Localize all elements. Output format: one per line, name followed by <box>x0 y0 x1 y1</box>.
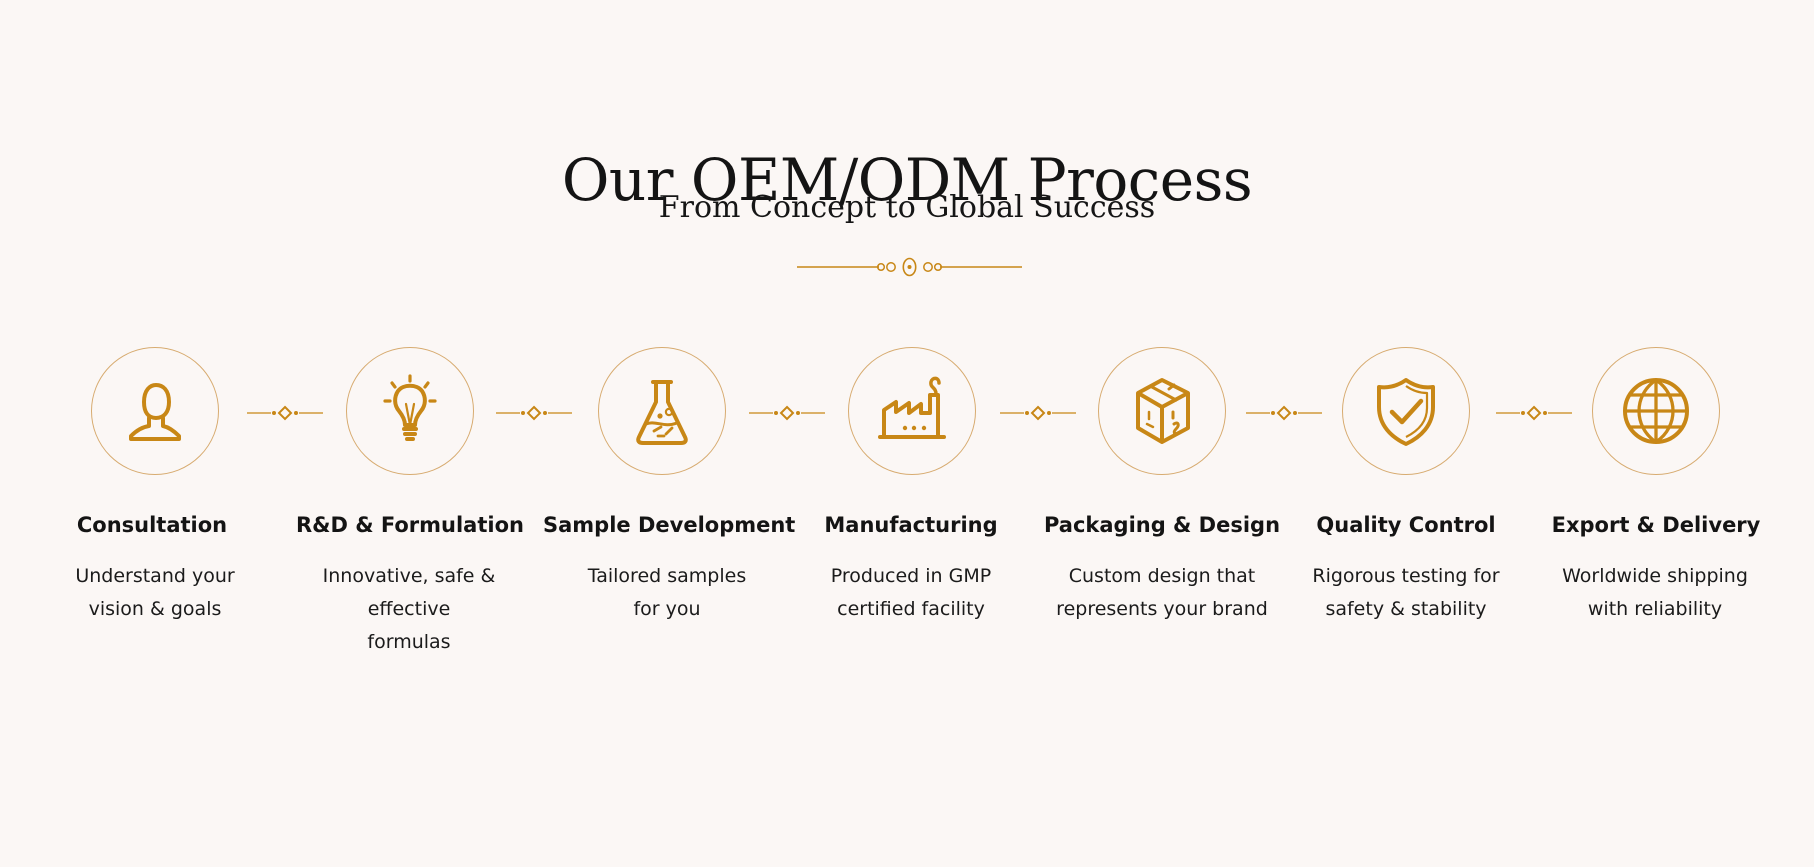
box-icon <box>1136 378 1190 444</box>
step-consultation-circle <box>91 347 219 475</box>
step-connector <box>496 405 572 421</box>
step-title-manufacturing: Manufacturing <box>824 513 998 537</box>
page-title: Our OEM/ODM Process <box>561 145 1253 214</box>
description-line: Produced in GMP <box>830 565 992 587</box>
step-title-sample-development: Sample Development <box>543 513 796 537</box>
description-line: represents your brand <box>1056 598 1268 620</box>
description-line: vision & goals <box>88 598 222 620</box>
ornamental-divider <box>797 257 1022 277</box>
step-connector <box>1000 405 1076 421</box>
step-quality-control-circle <box>1342 347 1470 475</box>
step-description-manufacturing: Produced in GMP certified facility <box>786 560 1036 626</box>
step-description-rd-formulation: Innovative, safe & effective formulas <box>284 560 534 659</box>
step-export-delivery-circle <box>1592 347 1720 475</box>
description-line: Innovative, safe & effective <box>322 565 496 620</box>
description-line: formulas <box>367 631 451 653</box>
factory-icon <box>878 376 946 439</box>
description-line: Rigorous testing for <box>1312 565 1500 587</box>
description-line: Worldwide shipping <box>1562 565 1748 587</box>
step-connector <box>1496 405 1572 421</box>
step-title-rd-formulation: R&D & Formulation <box>296 513 524 537</box>
step-description-consultation: Understand your vision & goals <box>30 560 280 626</box>
step-rd-formulation-circle <box>346 347 474 475</box>
description-line: Custom design that <box>1068 565 1256 587</box>
description-line: Understand your <box>75 565 235 587</box>
description-line: Tailored samples <box>587 565 747 587</box>
step-description-export-delivery: Worldwide shipping with reliability <box>1530 560 1780 626</box>
step-title-export-delivery: Export & Delivery <box>1551 513 1761 537</box>
step-packaging-design-circle <box>1098 347 1226 475</box>
step-description-packaging-design: Custom design that represents your brand <box>1037 560 1287 626</box>
step-description-quality-control: Rigorous testing for safety & stability <box>1281 560 1531 626</box>
step-description-sample-development: Tailored samples for you <box>542 560 792 626</box>
step-connector <box>1246 405 1322 421</box>
step-title-packaging-design: Packaging & Design <box>1043 513 1281 537</box>
step-title-quality-control: Quality Control <box>1316 513 1496 537</box>
step-sample-development-circle <box>598 347 726 475</box>
step-manufacturing-circle <box>848 347 976 475</box>
step-title-consultation: Consultation <box>76 513 228 537</box>
description-line: safety & stability <box>1325 598 1487 620</box>
step-connector <box>749 405 825 421</box>
flask-icon <box>636 380 688 445</box>
description-line: with reliability <box>1587 598 1723 620</box>
shield-check-icon <box>1377 378 1435 446</box>
lightbulb-icon <box>383 374 437 441</box>
description-line: certified facility <box>837 598 985 620</box>
person-icon <box>129 383 181 441</box>
globe-icon <box>1623 378 1689 444</box>
description-line: for you <box>633 598 701 620</box>
page-subtitle: From Concept to Global Success <box>658 190 1156 225</box>
step-connector <box>247 405 323 421</box>
